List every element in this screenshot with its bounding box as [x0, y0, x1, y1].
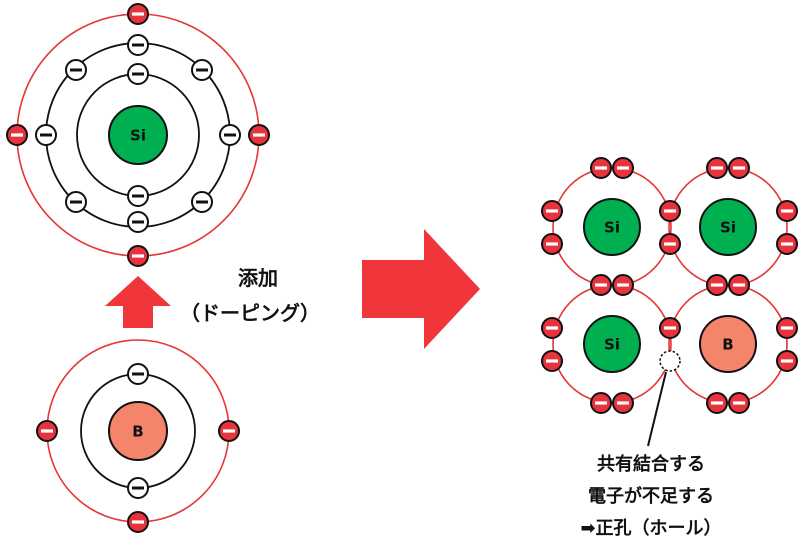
lattice-nucleus-label: Si — [604, 336, 620, 354]
valence-electron — [612, 274, 634, 296]
valence-electron — [728, 157, 750, 179]
electron — [65, 191, 87, 213]
b-nucleus — [108, 401, 168, 461]
valence-electron — [776, 317, 798, 339]
big-right-arrow — [362, 229, 480, 349]
valence-electron — [728, 274, 750, 296]
electron — [127, 63, 149, 85]
valence-electron — [659, 317, 681, 339]
valence-electron — [706, 157, 728, 179]
valence-electron — [590, 157, 612, 179]
crystal-lattice: Si Si Si B — [541, 157, 798, 414]
electron — [127, 34, 149, 56]
doping-up-arrow — [105, 276, 171, 328]
valence-electron — [36, 420, 58, 442]
hole-label-line1: 共有結合する — [597, 453, 705, 475]
valence-electron — [706, 392, 728, 414]
lattice-nucleus-label: Si — [720, 219, 736, 237]
electron — [191, 59, 213, 81]
lattice-b-nucleus — [699, 315, 757, 373]
electron — [127, 477, 149, 499]
hole-pointer-line — [647, 371, 667, 447]
valence-electron — [590, 274, 612, 296]
electron — [65, 59, 87, 81]
electron — [191, 191, 213, 213]
valence-electron — [127, 245, 149, 267]
valence-electron — [218, 420, 240, 442]
valence-electron — [612, 392, 634, 414]
valence-electron — [776, 350, 798, 372]
lattice-si-nucleus — [583, 198, 641, 256]
valence-electron — [6, 124, 28, 146]
valence-electron — [728, 392, 750, 414]
valence-electron — [776, 233, 798, 255]
doping-label-line1: 添加 — [238, 266, 278, 290]
valence-electron — [612, 157, 634, 179]
valence-electron — [541, 233, 563, 255]
valence-electron — [541, 200, 563, 222]
electron — [127, 363, 149, 385]
lattice-si-nucleus — [699, 198, 757, 256]
valence-electron — [706, 274, 728, 296]
hole — [659, 350, 681, 372]
b-nucleus-label: B — [132, 423, 143, 441]
hole-label-line2: 電子が不足する — [588, 485, 714, 507]
si-nucleus-label: Si — [130, 127, 146, 145]
lattice-si-nucleus — [583, 315, 641, 373]
electron — [127, 211, 149, 233]
valence-electron — [127, 3, 149, 25]
electron — [219, 124, 241, 146]
valence-electron — [541, 350, 563, 372]
b-atom: B — [36, 339, 240, 533]
valence-electron — [248, 124, 270, 146]
valence-electron — [127, 511, 149, 533]
lattice-nucleus-label: Si — [604, 219, 620, 237]
valence-electron — [659, 233, 681, 255]
valence-electron — [776, 200, 798, 222]
si-atom: Si — [6, 3, 270, 267]
valence-electron — [541, 317, 563, 339]
doping-label-line2: （ドーピング） — [180, 301, 320, 325]
valence-electron — [590, 392, 612, 414]
lattice-nucleus-label: B — [722, 336, 733, 354]
hole-label-line3: ➡正孔（ホール） — [580, 518, 721, 539]
electron — [35, 124, 57, 146]
valence-electron — [659, 200, 681, 222]
electron — [127, 185, 149, 207]
si-nucleus — [108, 105, 168, 165]
